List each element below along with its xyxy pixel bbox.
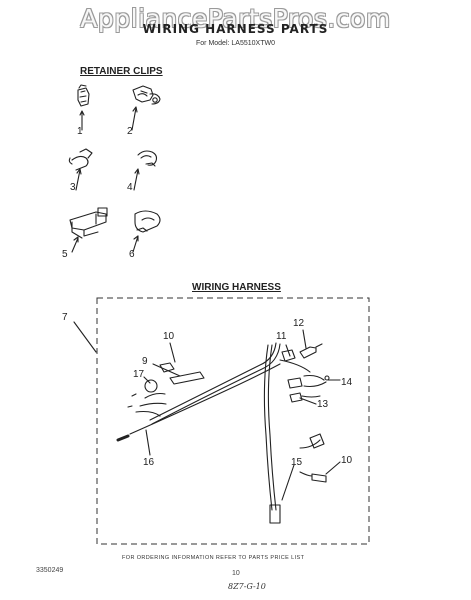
leader-12 (302, 329, 307, 349)
callout-harness-11: 11 (276, 331, 287, 342)
handwritten-note: 8Z7-G-10 (228, 582, 266, 591)
ordering-note: FOR ORDERING INFORMATION REFER TO PARTS … (122, 555, 305, 561)
clip-4-drawing (133, 150, 158, 191)
callout-harness-7: 7 (62, 312, 68, 323)
leader-16 (145, 429, 151, 456)
leader-15 (281, 464, 295, 501)
clip-3-drawing (68, 148, 93, 191)
callout-harness-16: 16 (143, 457, 155, 468)
callout-harness-9: 9 (142, 356, 148, 367)
leader-13 (299, 397, 317, 405)
harness-trunk (149, 342, 277, 421)
clip-2-drawing (131, 85, 161, 131)
wiring-harness-heading: WIRING HARNESS (192, 282, 281, 293)
leader-9 (152, 363, 181, 377)
harness-boundary (96, 297, 370, 545)
leader-10a (169, 342, 176, 363)
callout-clip-5: 5 (62, 249, 68, 260)
page-title: WIRING HARNESS PARTS (142, 22, 329, 36)
clip-5-drawing (69, 207, 108, 253)
clip-6-drawing (132, 210, 161, 253)
callout-harness-10a: 10 (163, 331, 175, 342)
callout-harness-15: 15 (291, 457, 303, 468)
callout-harness-13: 13 (317, 399, 329, 410)
part-code: 3350249 (36, 567, 64, 574)
callout-clip-1: 1 (77, 126, 83, 137)
callout-clip-4: 4 (127, 182, 133, 193)
callout-clip-2: 2 (127, 126, 133, 137)
callout-harness-14: 14 (341, 377, 353, 388)
callout-clip-6: 6 (129, 249, 135, 260)
retainer-clips-heading: RETAINER CLIPS (80, 66, 163, 77)
leader-10b (325, 461, 341, 475)
page-number: 10 (232, 570, 240, 577)
watermark-logo: AppliancePartsPros.com (80, 4, 391, 33)
model-label: For Model: LA5510XTW0 (196, 40, 275, 47)
callout-clip-3: 3 (70, 182, 76, 193)
callout-harness-17: 17 (133, 369, 145, 380)
leader-17 (143, 376, 151, 384)
callout-harness-10b: 10 (341, 455, 353, 466)
clip-1-drawing (77, 84, 90, 131)
leader-11 (285, 344, 291, 357)
leader-7 (73, 321, 97, 353)
callout-harness-12: 12 (293, 318, 305, 329)
